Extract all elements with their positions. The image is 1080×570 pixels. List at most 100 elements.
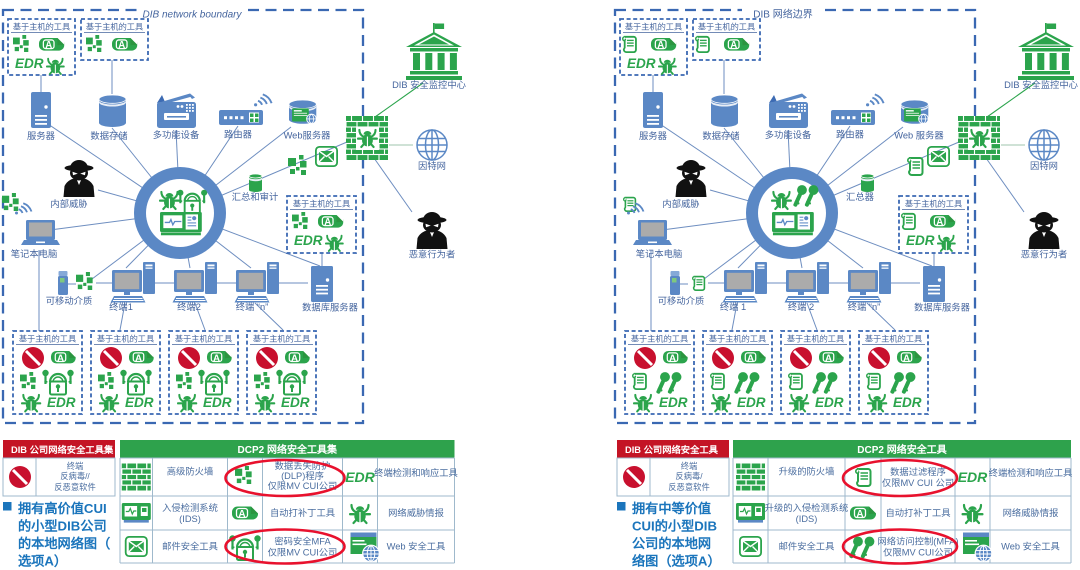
svg-text:可移动介质: 可移动介质 xyxy=(46,295,93,306)
svg-text:DIB 网络边界: DIB 网络边界 xyxy=(753,8,812,21)
svg-text:A: A xyxy=(825,353,832,364)
svg-text:路由器: 路由器 xyxy=(836,129,865,140)
svg-text:高级防火墙: 高级防火墙 xyxy=(167,466,214,477)
svg-text:终端1: 终端1 xyxy=(109,301,133,312)
svg-text:仅限MV CUI公司: 仅限MV CUI公司 xyxy=(268,547,338,558)
svg-text:数据存储: 数据存储 xyxy=(702,130,739,141)
svg-text:(IDS): (IDS) xyxy=(796,514,818,524)
svg-text:EDR: EDR xyxy=(281,395,310,410)
svg-text:EDR: EDR xyxy=(958,469,988,485)
svg-text:基于主机的工具: 基于主机的工具 xyxy=(787,334,844,344)
svg-text:基于主机的工具: 基于主机的工具 xyxy=(709,334,766,344)
svg-text:A: A xyxy=(730,40,737,51)
svg-text:反病毒//: 反病毒// xyxy=(60,471,90,481)
svg-text:A: A xyxy=(238,509,245,520)
svg-text:升级的入侵检测系统: 升级的入侵检测系统 xyxy=(765,502,849,513)
svg-text:Web 服务器: Web 服务器 xyxy=(894,130,944,141)
svg-text:反恶意软件: 反恶意软件 xyxy=(668,482,710,492)
svg-text:EDR: EDR xyxy=(627,56,656,71)
svg-text:密码安全MFA: 密码安全MFA xyxy=(274,536,331,547)
svg-text:数据库服务器: 数据库服务器 xyxy=(302,302,358,313)
svg-text:网络访问控制(MFA): 网络访问控制(MFA) xyxy=(877,536,958,547)
svg-text:网络威胁情报: 网络威胁情报 xyxy=(388,507,444,518)
svg-text:EDR: EDR xyxy=(345,469,375,485)
svg-text:DCP2 网络安全工具: DCP2 网络安全工具 xyxy=(857,443,946,456)
svg-text:EDR: EDR xyxy=(203,395,232,410)
svg-text:因特网: 因特网 xyxy=(418,160,446,171)
svg-text:可移动介质: 可移动介质 xyxy=(658,295,705,306)
svg-text:内部威胁: 内部威胁 xyxy=(50,198,87,209)
svg-text:终端检测和响应工具: 终端检测和响应工具 xyxy=(374,467,458,478)
svg-text:仅限MV CUI公司: 仅限MV CUI公司 xyxy=(268,480,338,491)
svg-text:服务器: 服务器 xyxy=(27,130,56,141)
svg-text:反病毒/: 反病毒/ xyxy=(675,471,703,481)
svg-text:Web 安全工具: Web 安全工具 xyxy=(387,541,446,552)
svg-text:A: A xyxy=(856,509,863,520)
svg-text:多功能设备: 多功能设备 xyxy=(153,129,200,140)
svg-text:因特网: 因特网 xyxy=(1030,160,1058,171)
svg-text:汇总和审计: 汇总和审计 xyxy=(232,191,279,202)
svg-text:基于主机的工具: 基于主机的工具 xyxy=(19,334,76,344)
svg-text:入侵检测系统: 入侵检测系统 xyxy=(162,502,218,513)
svg-text:拥有高价值CUI: 拥有高价值CUI xyxy=(18,500,107,516)
svg-text:A: A xyxy=(747,353,754,364)
svg-text:反恶意软件: 反恶意软件 xyxy=(54,482,96,492)
svg-text:服务器: 服务器 xyxy=(639,130,668,141)
svg-text:汇总器: 汇总器 xyxy=(846,191,875,202)
svg-text:A: A xyxy=(324,217,331,228)
svg-text:EDR: EDR xyxy=(906,233,935,248)
svg-text:A: A xyxy=(213,353,220,364)
svg-text:EDR: EDR xyxy=(737,395,766,410)
svg-text:自动打补丁工具: 自动打补丁工具 xyxy=(270,507,335,518)
svg-text:DCP2 网络安全工具集: DCP2 网络安全工具集 xyxy=(238,443,338,456)
svg-text:EDR: EDR xyxy=(659,395,688,410)
svg-text:笔记本电脑: 笔记本电脑 xyxy=(636,248,683,259)
svg-text:基于主机的工具: 基于主机的工具 xyxy=(625,22,682,32)
svg-text:EDR: EDR xyxy=(15,56,44,71)
svg-text:Web服务器: Web服务器 xyxy=(284,130,332,141)
svg-text:基于主机的工具: 基于主机的工具 xyxy=(97,334,154,344)
svg-text:笔记本电脑: 笔记本电脑 xyxy=(11,248,58,259)
svg-text:数据丢失防护: 数据丢失防护 xyxy=(275,460,331,471)
svg-text:数据存储: 数据存储 xyxy=(90,130,127,141)
svg-text:基于主机的工具: 基于主机的工具 xyxy=(865,334,922,344)
svg-text:A: A xyxy=(135,353,142,364)
svg-text:的本地网络图（: 的本地网络图（ xyxy=(18,535,110,551)
svg-text:恶意行为者: 恶意行为者 xyxy=(1021,249,1068,260)
svg-text:公司的本地网: 公司的本地网 xyxy=(632,535,711,551)
svg-text:路由器: 路由器 xyxy=(224,129,253,140)
svg-text:基于主机的工具: 基于主机的工具 xyxy=(86,22,143,32)
svg-text:邮件安全工具: 邮件安全工具 xyxy=(779,541,835,552)
svg-text:内部威胁: 内部威胁 xyxy=(662,198,699,209)
svg-text:A: A xyxy=(903,353,910,364)
svg-text:终端 “n”: 终端 “n” xyxy=(848,301,881,312)
svg-text:网络威胁情报: 网络威胁情报 xyxy=(1003,507,1059,518)
svg-text:DIB 公司网络安全工具: DIB 公司网络安全工具 xyxy=(625,444,719,455)
svg-text:基于主机的工具: 基于主机的工具 xyxy=(698,22,755,32)
svg-text:仅限MV CUI 公司: 仅限MV CUI 公司 xyxy=(882,477,954,488)
svg-text:Web 安全工具: Web 安全工具 xyxy=(1001,541,1060,552)
svg-text:数据过滤程序: 数据过滤程序 xyxy=(890,466,946,477)
svg-text:A: A xyxy=(118,40,125,51)
svg-text:升级的防火墙: 升级的防火墙 xyxy=(779,466,835,477)
svg-text:EDR: EDR xyxy=(893,395,922,410)
svg-text:DIB 安全监控中心: DIB 安全监控中心 xyxy=(392,79,466,90)
svg-text:数据库服务器: 数据库服务器 xyxy=(914,302,970,313)
svg-text:拥有中等价值: 拥有中等价值 xyxy=(632,500,711,516)
svg-text:EDR: EDR xyxy=(815,395,844,410)
svg-text:A: A xyxy=(45,40,52,51)
svg-text:自动打补丁工具: 自动打补丁工具 xyxy=(885,507,950,518)
svg-text:基于主机的工具: 基于主机的工具 xyxy=(905,199,962,209)
svg-text:终端 “n”: 终端 “n” xyxy=(236,301,269,312)
svg-text:基于主机的工具: 基于主机的工具 xyxy=(13,22,70,32)
svg-text:终端 2: 终端 2 xyxy=(788,301,814,312)
svg-text:EDR: EDR xyxy=(47,395,76,410)
svg-text:络图（选项A）: 络图（选项A） xyxy=(632,553,721,569)
svg-text:CUI的小型DIB: CUI的小型DIB xyxy=(632,518,717,534)
svg-text:的小型DIB公司: 的小型DIB公司 xyxy=(18,518,107,534)
svg-text:终端: 终端 xyxy=(681,461,698,471)
svg-text:多功能设备: 多功能设备 xyxy=(765,129,812,140)
svg-text:(IDS): (IDS) xyxy=(179,514,201,524)
svg-text:A: A xyxy=(936,217,943,228)
svg-text:A: A xyxy=(291,353,298,364)
